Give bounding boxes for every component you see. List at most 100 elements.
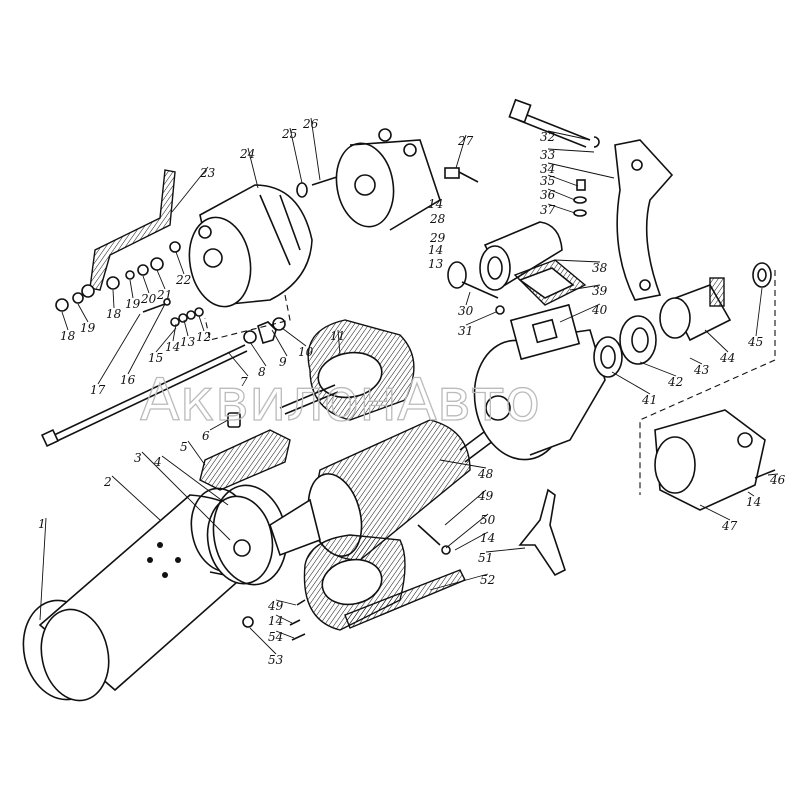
leader-line-31 bbox=[465, 311, 497, 326]
part-label-10: 10 bbox=[298, 345, 314, 359]
part-label-39: 39 bbox=[592, 284, 608, 298]
bracket-51 bbox=[518, 488, 566, 577]
part-label-36: 36 bbox=[540, 188, 556, 202]
part-label-25: 25 bbox=[281, 127, 297, 141]
part-label-3: 3 bbox=[134, 451, 142, 465]
part-label-46: 46 bbox=[769, 473, 786, 487]
field-coil-11 bbox=[279, 319, 415, 421]
part-label-32: 32 bbox=[540, 130, 555, 144]
part-label-6: 6 bbox=[202, 429, 210, 443]
leader-line-25 bbox=[289, 127, 303, 184]
leader-line-40 bbox=[559, 303, 601, 323]
part-label-33: 33 bbox=[540, 148, 556, 162]
end-cover-24 bbox=[188, 184, 313, 308]
leader-line-45 bbox=[755, 287, 763, 337]
leader-line-49 bbox=[275, 599, 297, 606]
leader-line-54 bbox=[275, 630, 295, 639]
leader-line-4 bbox=[161, 455, 229, 506]
leader-line-8 bbox=[249, 341, 267, 367]
leader-line-2 bbox=[111, 475, 161, 521]
part-label-23: 23 bbox=[199, 166, 216, 180]
part-label-42: 42 bbox=[667, 375, 683, 389]
part-label-49: 49 bbox=[477, 489, 494, 503]
part-label-13: 13 bbox=[428, 257, 444, 271]
part-label-48: 48 bbox=[477, 467, 494, 481]
leader-line-15 bbox=[155, 327, 177, 353]
bolt-32 bbox=[517, 112, 591, 148]
part-label-18: 18 bbox=[106, 307, 122, 321]
part-label-17: 17 bbox=[90, 383, 106, 397]
leader-line-49 bbox=[444, 489, 487, 526]
part-label-2: 2 bbox=[103, 475, 112, 489]
leader-line-5 bbox=[187, 440, 206, 466]
leader-line-19 bbox=[77, 303, 89, 323]
leader-line-18 bbox=[61, 311, 69, 331]
leader-line-53 bbox=[249, 627, 277, 655]
part-label-29: 29 bbox=[429, 231, 446, 245]
leader-line-14 bbox=[747, 491, 755, 497]
leader-line-22 bbox=[175, 251, 185, 275]
leader-line-21 bbox=[156, 269, 166, 290]
part-label-37: 37 bbox=[540, 203, 556, 217]
part-label-1: 1 bbox=[38, 517, 46, 531]
leader-line-51 bbox=[485, 547, 526, 553]
leader-line-35 bbox=[547, 174, 579, 187]
brush-holder bbox=[335, 128, 441, 231]
leader-line-17 bbox=[97, 313, 141, 385]
leader-line-18 bbox=[112, 289, 115, 309]
part-label-53: 53 bbox=[268, 653, 284, 667]
brush-27 bbox=[444, 167, 460, 179]
leader-line-12 bbox=[198, 315, 205, 332]
leader-line-34 bbox=[547, 162, 615, 179]
part-label-18: 18 bbox=[60, 329, 76, 343]
leader-line-13 bbox=[183, 319, 189, 337]
leader-line-38 bbox=[554, 259, 601, 263]
leader-line-11 bbox=[337, 329, 341, 356]
strap-23 bbox=[89, 169, 176, 291]
part-label-5: 5 bbox=[180, 440, 188, 454]
part-label-30: 30 bbox=[458, 304, 474, 318]
leader-line-20 bbox=[142, 275, 150, 294]
part-label-44: 44 bbox=[719, 351, 735, 365]
leader-line-24 bbox=[247, 147, 259, 189]
part-label-7: 7 bbox=[240, 375, 248, 389]
part-label-47: 47 bbox=[721, 519, 738, 533]
part-label-9: 9 bbox=[279, 355, 287, 369]
part-label-11: 11 bbox=[330, 329, 345, 343]
leader-line-16 bbox=[127, 303, 166, 375]
leader-line-41 bbox=[611, 371, 651, 395]
part-label-43: 43 bbox=[693, 363, 710, 377]
part-label-14: 14 bbox=[165, 340, 180, 354]
nose-housing-47 bbox=[654, 409, 766, 511]
part-label-16: 16 bbox=[120, 373, 136, 387]
leader-line-36 bbox=[547, 188, 576, 201]
part-label-51: 51 bbox=[478, 551, 493, 565]
part-label-14: 14 bbox=[480, 531, 495, 545]
leader-line-30 bbox=[465, 291, 471, 306]
watermark: АквилонАвто bbox=[140, 366, 540, 434]
leader-line-27 bbox=[455, 134, 467, 169]
part-label-13: 13 bbox=[180, 335, 196, 349]
field-coil-52 bbox=[303, 534, 466, 631]
leader-line-1 bbox=[39, 517, 47, 621]
leader-line-33 bbox=[547, 148, 595, 153]
leader-line-3 bbox=[141, 451, 231, 541]
part-label-14: 14 bbox=[268, 614, 283, 628]
leader-line-6 bbox=[209, 419, 229, 431]
fasteners-left bbox=[55, 241, 204, 327]
leader-line-26 bbox=[310, 117, 321, 181]
leader-line-10 bbox=[281, 327, 307, 347]
leader-line-46 bbox=[767, 473, 779, 476]
part-label-50: 50 bbox=[480, 513, 496, 527]
part-label-52: 52 bbox=[480, 573, 495, 587]
tie-bolt-7 bbox=[51, 344, 248, 443]
part-label-27: 27 bbox=[457, 134, 474, 148]
leader-line-7 bbox=[227, 351, 249, 377]
leader-line-44 bbox=[704, 329, 729, 353]
part-label-31: 31 bbox=[458, 324, 473, 338]
leader-line-9 bbox=[271, 329, 288, 357]
leader-line-23 bbox=[171, 166, 209, 213]
pole-shoe-5 bbox=[199, 429, 291, 491]
